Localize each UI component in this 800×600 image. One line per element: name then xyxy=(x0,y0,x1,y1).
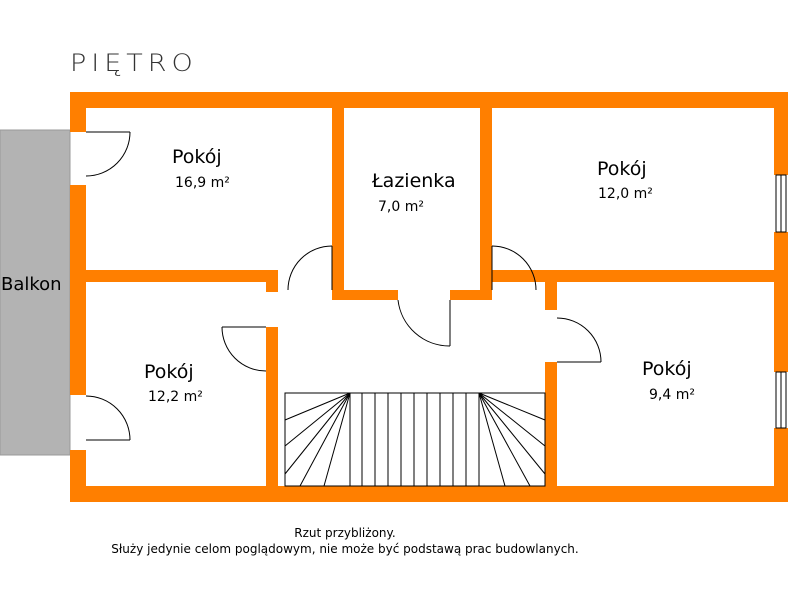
room-name: Pokój xyxy=(642,358,692,380)
room-name: Pokój xyxy=(172,146,222,168)
balcony-area xyxy=(0,129,71,456)
room-name: Pokój xyxy=(144,361,194,383)
room-name: Pokój xyxy=(597,158,647,180)
room-name: Łazienka xyxy=(371,170,456,192)
room-area: 7,0 m² xyxy=(378,199,424,215)
balcony-label: Balkon xyxy=(1,274,62,295)
room-labels: Pokój 16,9 m² Łazienka 7,0 m² Pokój 12,0… xyxy=(144,146,695,405)
windows xyxy=(775,174,787,429)
doors xyxy=(85,131,602,441)
disclaimer-line-1: Rzut przybliżony. xyxy=(294,526,396,540)
room-area: 12,0 m² xyxy=(598,186,653,202)
disclaimer-line-2: Służy jedynie celom poglądowym, nie może… xyxy=(111,542,579,556)
staircase xyxy=(284,392,546,487)
room-area: 9,4 m² xyxy=(649,387,695,403)
room-area: 16,9 m² xyxy=(175,175,230,191)
room-area: 12,2 m² xyxy=(148,389,203,405)
floor-title: PIĘTRO xyxy=(70,49,198,78)
walls xyxy=(70,92,788,502)
